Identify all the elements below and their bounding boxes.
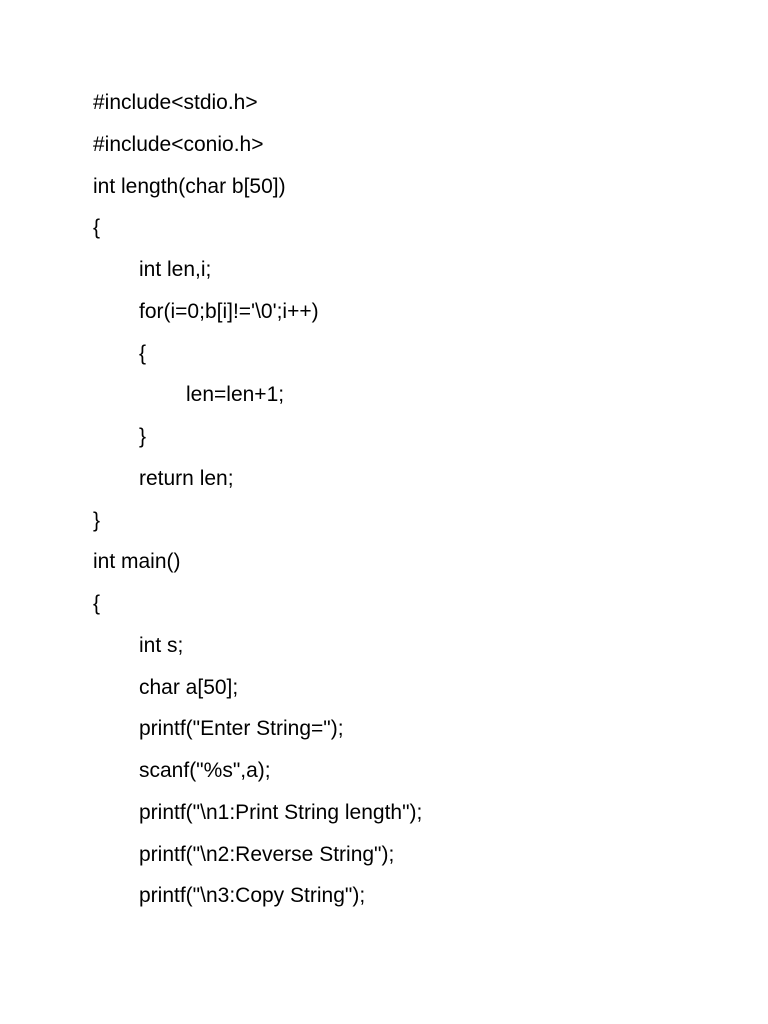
code-line: printf("Enter String="); — [139, 717, 344, 741]
code-line: scanf("%s",a); — [139, 759, 271, 782]
code-line: printf("\n1:Print String length"); — [139, 800, 423, 824]
code-line: int length(char b[50]) — [93, 174, 286, 198]
code-listing: #include<stdio.h> #include<conio.h> int … — [93, 84, 733, 919]
code-line: } — [139, 425, 147, 448]
code-line: } — [93, 508, 101, 532]
code-line: printf("\n2:Reverse String"); — [139, 842, 395, 866]
code-line: len=len+1; — [186, 383, 285, 407]
code-line: { — [93, 592, 101, 615]
code-line: #include<stdio.h> — [93, 91, 258, 114]
code-line: char a[50]; — [139, 675, 239, 699]
code-line: #include<conio.h> — [93, 132, 264, 156]
code-line: int len,i; — [139, 258, 212, 281]
code-line: int s; — [139, 633, 184, 657]
code-line: return len; — [139, 466, 234, 490]
code-line: for(i=0;b[i]!='\0';i++) — [139, 299, 319, 323]
code-line: int main() — [93, 550, 181, 574]
code-line: { — [93, 216, 101, 240]
code-line: { — [139, 341, 147, 365]
code-line: printf("\n3:Copy String"); — [139, 884, 366, 908]
